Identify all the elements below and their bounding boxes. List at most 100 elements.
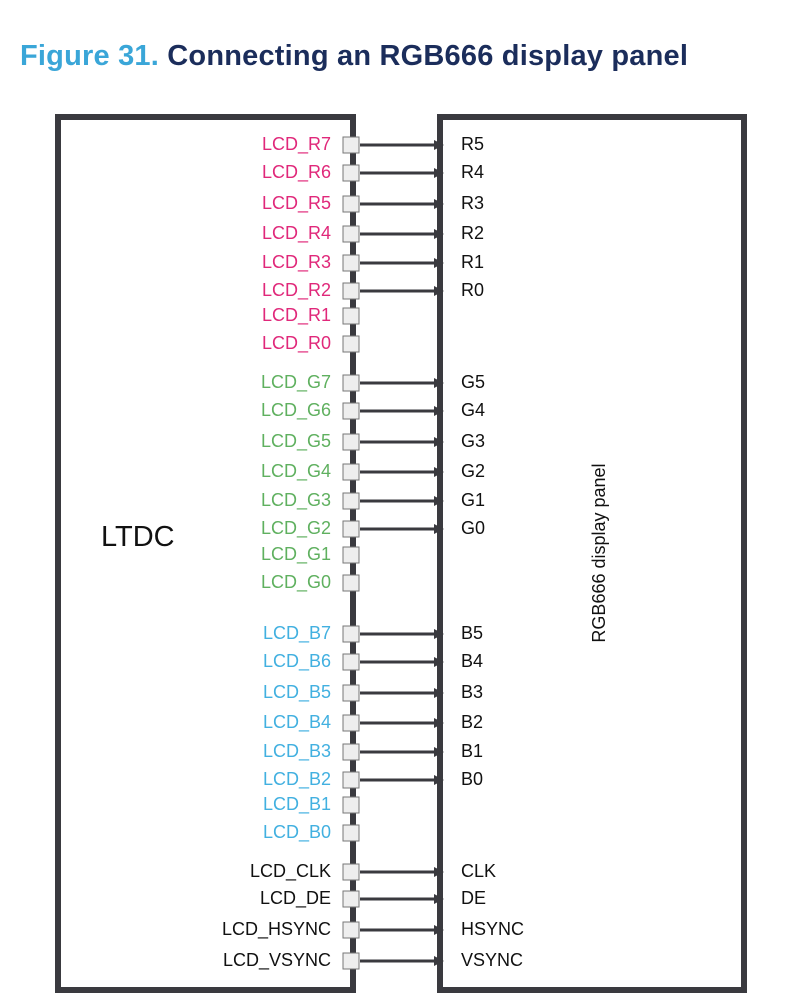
- signal-row: LCD_R5 R3: [262, 193, 484, 214]
- pin-square: [342, 771, 360, 789]
- signal-row: LCD_R7 R5: [262, 134, 484, 155]
- ltdc-pin-label: LCD_HSYNC: [222, 919, 331, 940]
- signal-row: LCD_VSYNC VSYNC: [223, 950, 523, 971]
- ltdc-pin-label: LCD_R7: [262, 134, 331, 155]
- ltdc-pin-label: LCD_B1: [263, 794, 331, 815]
- pin-square: [342, 282, 360, 300]
- signal-row: LCD_R6 R4: [262, 162, 484, 183]
- pin-square: [342, 625, 360, 643]
- panel-pin-label: B3: [461, 682, 483, 702]
- ltdc-pin-label: LCD_G2: [261, 518, 331, 539]
- ltdc-pin-label: LCD_B3: [263, 741, 331, 762]
- ltdc-pin-label: LCD_R6: [262, 162, 331, 183]
- pin-square: [342, 863, 360, 881]
- pin-square: [342, 195, 360, 213]
- pin-square: [342, 824, 360, 842]
- signal-row: LCD_B5 B3: [263, 682, 483, 703]
- ltdc-pin-label: LCD_VSYNC: [223, 950, 331, 971]
- signal-row: LCD_B4 B2: [263, 712, 483, 733]
- ltdc-pin-label: LCD_G4: [261, 461, 331, 482]
- ltdc-pin-label: LCD_G6: [261, 400, 331, 421]
- pin-square: [342, 463, 360, 481]
- ltdc-pin-label: LCD_R0: [262, 333, 331, 354]
- signal-row: LCD_HSYNC HSYNC: [222, 919, 524, 940]
- ltdc-pin-label: LCD_B6: [263, 651, 331, 672]
- ltdc-box: [55, 114, 356, 993]
- ltdc-label: LTDC: [101, 521, 175, 553]
- figure-title: Figure 31. Connecting an RGB666 display …: [20, 40, 688, 73]
- signal-row: LCD_G1: [261, 544, 360, 565]
- signal-row: LCD_B6 B4: [263, 651, 483, 672]
- panel-pin-label: G5: [461, 372, 485, 392]
- ltdc-pin-label: LCD_G3: [261, 490, 331, 511]
- pin-square: [342, 546, 360, 564]
- signal-row: LCD_G2 G0: [261, 518, 485, 539]
- panel-pin-label: G2: [461, 461, 485, 481]
- pin-square: [342, 796, 360, 814]
- display-panel-label: RGB666 display panel: [589, 463, 609, 642]
- figure-number: Figure 31.: [20, 40, 159, 72]
- signal-row: LCD_R3 R1: [262, 252, 484, 273]
- pin-square: [342, 225, 360, 243]
- ltdc-pin-label: LCD_R3: [262, 252, 331, 273]
- pin-square: [342, 520, 360, 538]
- ltdc-pin-label: LCD_G7: [261, 372, 331, 393]
- signal-row: LCD_B0: [263, 822, 360, 843]
- panel-pin-label: R4: [461, 162, 484, 182]
- pin-square: [342, 574, 360, 592]
- pin-square: [342, 890, 360, 908]
- signal-row: LCD_R0: [262, 333, 360, 354]
- panel-pin-label: VSYNC: [461, 950, 523, 970]
- ltdc-pin-label: LCD_B2: [263, 769, 331, 790]
- panel-pin-label: G3: [461, 431, 485, 451]
- panel-pin-label: R1: [461, 252, 484, 272]
- pin-square: [342, 921, 360, 939]
- ltdc-pin-label: LCD_B5: [263, 682, 331, 703]
- pin-square: [342, 254, 360, 272]
- pin-square: [342, 374, 360, 392]
- signal-row: LCD_R2 R0: [262, 280, 484, 301]
- pin-square: [342, 433, 360, 451]
- ltdc-pin-label: LCD_B0: [263, 822, 331, 843]
- ltdc-pin-label: LCD_R1: [262, 305, 331, 326]
- signal-row: LCD_B3 B1: [263, 741, 483, 762]
- pin-square: [342, 684, 360, 702]
- panel-pin-label: B5: [461, 623, 483, 643]
- ltdc-pin-label: LCD_R2: [262, 280, 331, 301]
- panel-pin-label: G0: [461, 518, 485, 538]
- pin-square: [342, 307, 360, 325]
- panel-pin-label: B1: [461, 741, 483, 761]
- signal-row: LCD_B1: [263, 794, 360, 815]
- panel-pin-label: B2: [461, 712, 483, 732]
- panel-pin-label: HSYNC: [461, 919, 524, 939]
- pin-square: [342, 743, 360, 761]
- display-panel-box: [437, 114, 747, 993]
- pin-square: [342, 714, 360, 732]
- ltdc-pin-label: LCD_G0: [261, 572, 331, 593]
- pin-square: [342, 136, 360, 154]
- ltdc-pin-label: LCD_R5: [262, 193, 331, 214]
- pin-square: [342, 335, 360, 353]
- signal-row: LCD_G4 G2: [261, 461, 485, 482]
- panel-pin-label: R5: [461, 134, 484, 154]
- panel-pin-label: R0: [461, 280, 484, 300]
- ltdc-pin-label: LCD_B4: [263, 712, 331, 733]
- pin-square: [342, 402, 360, 420]
- panel-pin-label: R2: [461, 223, 484, 243]
- panel-pin-label: G4: [461, 400, 485, 420]
- pin-square: [342, 952, 360, 970]
- ltdc-pin-label: LCD_G1: [261, 544, 331, 565]
- panel-pin-label: R3: [461, 193, 484, 213]
- signal-row: LCD_G6 G4: [261, 400, 485, 421]
- panel-pin-label: B4: [461, 651, 483, 671]
- signal-row: LCD_G7 G5: [261, 372, 485, 393]
